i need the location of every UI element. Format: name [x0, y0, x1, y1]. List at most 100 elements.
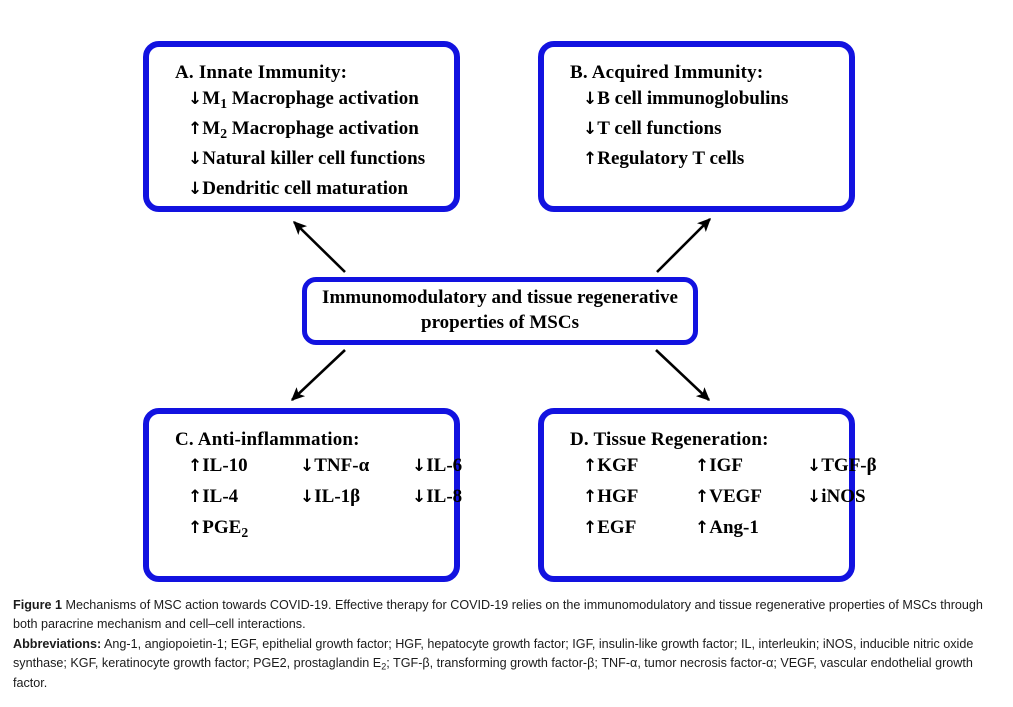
- subscript: 2: [381, 661, 387, 672]
- grid-cell-label: KGF: [597, 455, 639, 477]
- grid-cell-label: PGE: [202, 516, 242, 538]
- down-arrow-icon: ↓: [300, 456, 315, 477]
- list-item: ↓Dendritic cell maturation: [188, 174, 454, 204]
- box-anti-inflammation: C. Anti-inflammation: ↑IL-10 ↓TNF-α ↓IL-…: [143, 408, 462, 582]
- grid-cell-label: EGF: [597, 516, 637, 538]
- box-tissue-regeneration: D. Tissue Regeneration: ↑KGF ↑IGF ↓TGF-β…: [538, 408, 877, 582]
- box-acquired-immunity-title: B. Acquired Immunity:: [570, 62, 764, 83]
- grid-cell-label: TNF-α: [314, 455, 370, 477]
- grid-cell-label: iNOS: [821, 485, 866, 507]
- caption-abbreviations: Abbreviations: Ang-1, angiopoietin-1; EG…: [13, 635, 993, 692]
- grid-cell: ↑EGF: [583, 513, 695, 544]
- list-item: ↓Natural killer cell functions: [188, 144, 454, 174]
- grid-cell-label: TGF-β: [821, 455, 877, 477]
- list-item: ↓T cell functions: [583, 114, 849, 144]
- grid-cell-label: IL-1β: [314, 485, 361, 507]
- figure-diagram: A. Innate Immunity: ↓M1 Macrophage activ…: [143, 41, 877, 582]
- up-arrow-icon: ↑: [583, 149, 598, 170]
- list-item-text: T cell functions: [597, 118, 722, 140]
- up-arrow-icon: ↑: [188, 119, 203, 140]
- box-anti-inflammation-grid: ↑IL-10 ↓TNF-α ↓IL-6 ↑IL-4 ↓IL-1β ↓IL-8 ↑…: [175, 451, 462, 544]
- grid-cell-empty: [412, 513, 462, 544]
- abbreviations-label: Abbreviations:: [13, 637, 102, 652]
- figure-label: Figure 1: [13, 598, 62, 612]
- subscript: 1: [220, 96, 228, 111]
- grid-cell-label: IGF: [709, 455, 744, 477]
- box-innate-immunity-list: ↓M1 Macrophage activation ↑M2 Macrophage…: [175, 84, 454, 204]
- grid-cell-label: IL-8: [426, 485, 463, 507]
- down-arrow-icon: ↓: [300, 486, 315, 507]
- grid-cell: ↓IL-8: [412, 482, 462, 513]
- caption-body: Mechanisms of MSC action towards COVID-1…: [13, 598, 983, 632]
- grid-cell-label: HGF: [597, 485, 639, 507]
- list-item-text: M: [202, 118, 221, 140]
- arrow-center-to-anti-inflammation: [291, 349, 346, 401]
- down-arrow-icon: ↓: [412, 456, 427, 477]
- grid-cell: ↓TNF-α: [300, 451, 412, 482]
- box-acquired-immunity-content: B. Acquired Immunity: ↓B cell immunoglob…: [544, 47, 849, 174]
- list-item-text: Regulatory T cells: [597, 148, 745, 170]
- abbreviations-body-2: ; TGF-β, transforming growth factor-β; T…: [13, 656, 973, 690]
- box-innate-immunity-content: A. Innate Immunity: ↓M1 Macrophage activ…: [149, 47, 454, 204]
- list-item-text: Natural killer cell functions: [202, 148, 426, 170]
- box-tissue-regeneration-title: D. Tissue Regeneration:: [570, 429, 769, 450]
- list-item: ↑Regulatory T cells: [583, 144, 849, 174]
- grid-cell: ↑PGE2: [188, 513, 300, 544]
- arrow-center-to-innate-immunity: [293, 221, 346, 273]
- grid-cell: ↑IGF: [695, 451, 807, 482]
- down-arrow-icon: ↓: [583, 119, 598, 140]
- up-arrow-icon: ↑: [583, 517, 598, 538]
- down-arrow-icon: ↓: [188, 179, 203, 200]
- grid-cell: ↑IL-4: [188, 482, 300, 513]
- grid-cell: ↓IL-1β: [300, 482, 412, 513]
- box-acquired-immunity: B. Acquired Immunity: ↓B cell immunoglob…: [538, 41, 855, 212]
- grid-cell: ↑IL-10: [188, 451, 300, 482]
- grid-cell: ↓IL-6: [412, 451, 462, 482]
- subscript: 2: [241, 524, 249, 540]
- grid-cell: ↓iNOS: [807, 482, 877, 513]
- figure-caption: Figure 1 Mechanisms of MSC action toward…: [13, 596, 993, 693]
- center-line-2: properties of MSCs: [421, 312, 579, 333]
- up-arrow-icon: ↑: [695, 517, 710, 538]
- grid-cell: ↑KGF: [583, 451, 695, 482]
- grid-cell: ↑HGF: [583, 482, 695, 513]
- up-arrow-icon: ↑: [695, 486, 710, 507]
- arrow-center-to-acquired-immunity: [656, 218, 711, 273]
- list-item-text: Dendritic cell maturation: [202, 178, 409, 200]
- grid-cell: ↑Ang-1: [695, 513, 807, 544]
- down-arrow-icon: ↓: [412, 486, 427, 507]
- caption-main-text: Figure 1 Mechanisms of MSC action toward…: [13, 596, 993, 634]
- up-arrow-icon: ↑: [583, 486, 598, 507]
- down-arrow-icon: ↓: [807, 456, 822, 477]
- grid-cell-label: IL-4: [202, 485, 239, 507]
- grid-cell-label: IL-10: [202, 455, 248, 477]
- box-anti-inflammation-content: C. Anti-inflammation: ↑IL-10 ↓TNF-α ↓IL-…: [149, 414, 462, 544]
- grid-cell-empty: [807, 513, 877, 544]
- down-arrow-icon: ↓: [583, 89, 598, 110]
- grid-cell: ↓TGF-β: [807, 451, 877, 482]
- abbreviations-body-1: Ang-1, angiopoietin-1; EGF, epithelial g…: [13, 637, 974, 671]
- box-tissue-regeneration-content: D. Tissue Regeneration: ↑KGF ↑IGF ↓TGF-β…: [544, 414, 877, 544]
- grid-cell-label: Ang-1: [709, 516, 759, 538]
- list-item: ↓M1 Macrophage activation: [188, 84, 454, 114]
- up-arrow-icon: ↑: [188, 517, 203, 538]
- list-item-text: M: [202, 88, 221, 110]
- box-anti-inflammation-title: C. Anti-inflammation:: [175, 429, 360, 450]
- box-msc-properties-text: Immunomodulatory and tissue regenerative…: [322, 286, 678, 335]
- down-arrow-icon: ↓: [188, 149, 203, 170]
- list-item-text-tail: Macrophage activation: [227, 88, 419, 110]
- box-msc-properties: Immunomodulatory and tissue regenerative…: [302, 277, 698, 345]
- list-item: ↑M2 Macrophage activation: [188, 114, 454, 144]
- list-item-text: B cell immunoglobulins: [597, 88, 789, 110]
- down-arrow-icon: ↓: [188, 89, 203, 110]
- box-innate-immunity: A. Innate Immunity: ↓M1 Macrophage activ…: [143, 41, 460, 212]
- grid-cell-empty: [300, 513, 412, 544]
- box-innate-immunity-title: A. Innate Immunity:: [175, 62, 348, 83]
- box-acquired-immunity-list: ↓B cell immunoglobulins ↓T cell function…: [570, 84, 849, 174]
- subscript: 2: [220, 126, 228, 142]
- up-arrow-icon: ↑: [188, 456, 203, 477]
- box-tissue-regeneration-grid: ↑KGF ↑IGF ↓TGF-β ↑HGF ↑VEGF ↓iNOS ↑EGF ↑…: [570, 451, 877, 544]
- grid-cell-label: VEGF: [709, 485, 763, 507]
- up-arrow-icon: ↑: [695, 456, 710, 477]
- list-item-text-tail: Macrophage activation: [227, 118, 419, 140]
